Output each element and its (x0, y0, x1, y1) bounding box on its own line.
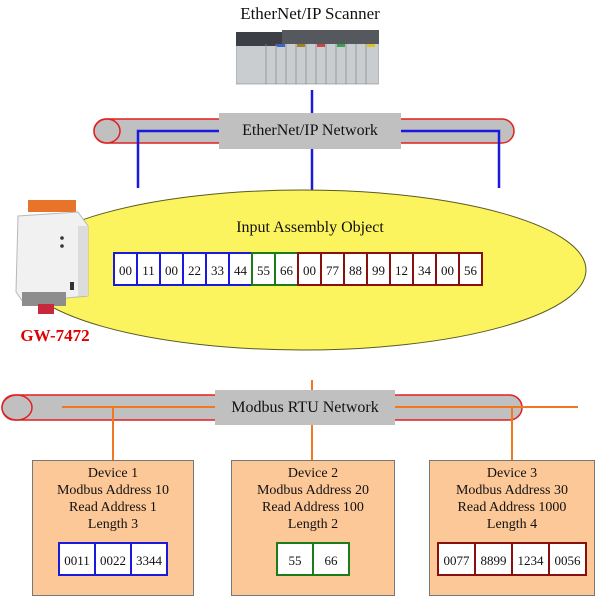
assembly-byte-cell: 77 (320, 252, 345, 286)
scanner-title: EtherNet/IP Scanner (240, 4, 380, 23)
assembly-byte-cell: 33 (205, 252, 230, 286)
assembly-byte-cell: 22 (182, 252, 207, 286)
plc-rack-icon (235, 30, 380, 86)
assembly-byte-cell: 44 (228, 252, 253, 286)
assembly-byte-cell: 12 (389, 252, 414, 286)
device-register-cell: 0077 (437, 542, 476, 576)
assembly-byte-cell: 00 (113, 252, 138, 286)
device-register-cell: 0011 (58, 542, 96, 576)
device-modbus-address: Modbus Address 20 (256, 483, 369, 498)
gateway-device-icon (8, 196, 98, 316)
device-register-cell: 55 (276, 542, 314, 576)
device-read-address: Read Address 1 (69, 500, 157, 515)
assembly-byte-cell: 66 (274, 252, 299, 286)
assembly-byte-cell: 00 (159, 252, 184, 286)
device-register-cell: 0022 (94, 542, 132, 576)
assembly-byte-cell: 34 (412, 252, 437, 286)
device-read-address: Read Address 1000 (457, 500, 567, 515)
modbus-device-2: Device 2 Modbus Address 20 Read Address … (231, 460, 395, 596)
assembly-byte-cell: 00 (435, 252, 460, 286)
device-name: Device 3 (486, 466, 538, 481)
device-register-cell: 0056 (548, 542, 587, 576)
assembly-byte-cell: 55 (251, 252, 276, 286)
gateway-model-label: GW-7472 (20, 326, 90, 345)
modbus-cables (62, 380, 578, 461)
device-register-cell: 1234 (511, 542, 550, 576)
device-modbus-address: Modbus Address 30 (455, 483, 568, 498)
device-name: Device 2 (287, 466, 339, 481)
ethernet-cables (136, 90, 501, 190)
device-register-cell: 3344 (130, 542, 168, 576)
device-length: Length 3 (87, 517, 139, 532)
device-name: Device 1 (87, 466, 139, 481)
ethernet-network-label: EtherNet/IP Network (219, 113, 401, 149)
device-read-address: Read Address 100 (262, 500, 364, 515)
modbus-network-label: Modbus RTU Network (215, 390, 395, 425)
device-register-cell: 66 (312, 542, 350, 576)
device-length: Length 2 (287, 517, 339, 532)
modbus-device-1: Device 1 Modbus Address 10 Read Address … (32, 460, 194, 596)
device-length: Length 4 (486, 517, 538, 532)
device-register-cell: 8899 (474, 542, 513, 576)
assembly-byte-cell: 88 (343, 252, 368, 286)
assembly-byte-cell: 56 (458, 252, 483, 286)
modbus-device-3: Device 3 Modbus Address 30 Read Address … (429, 460, 595, 596)
input-assembly-title: Input Assembly Object (236, 219, 384, 236)
assembly-byte-cell: 11 (136, 252, 161, 286)
assembly-byte-cell: 00 (297, 252, 322, 286)
device-modbus-address: Modbus Address 10 (56, 483, 169, 498)
assembly-byte-cell: 99 (366, 252, 391, 286)
